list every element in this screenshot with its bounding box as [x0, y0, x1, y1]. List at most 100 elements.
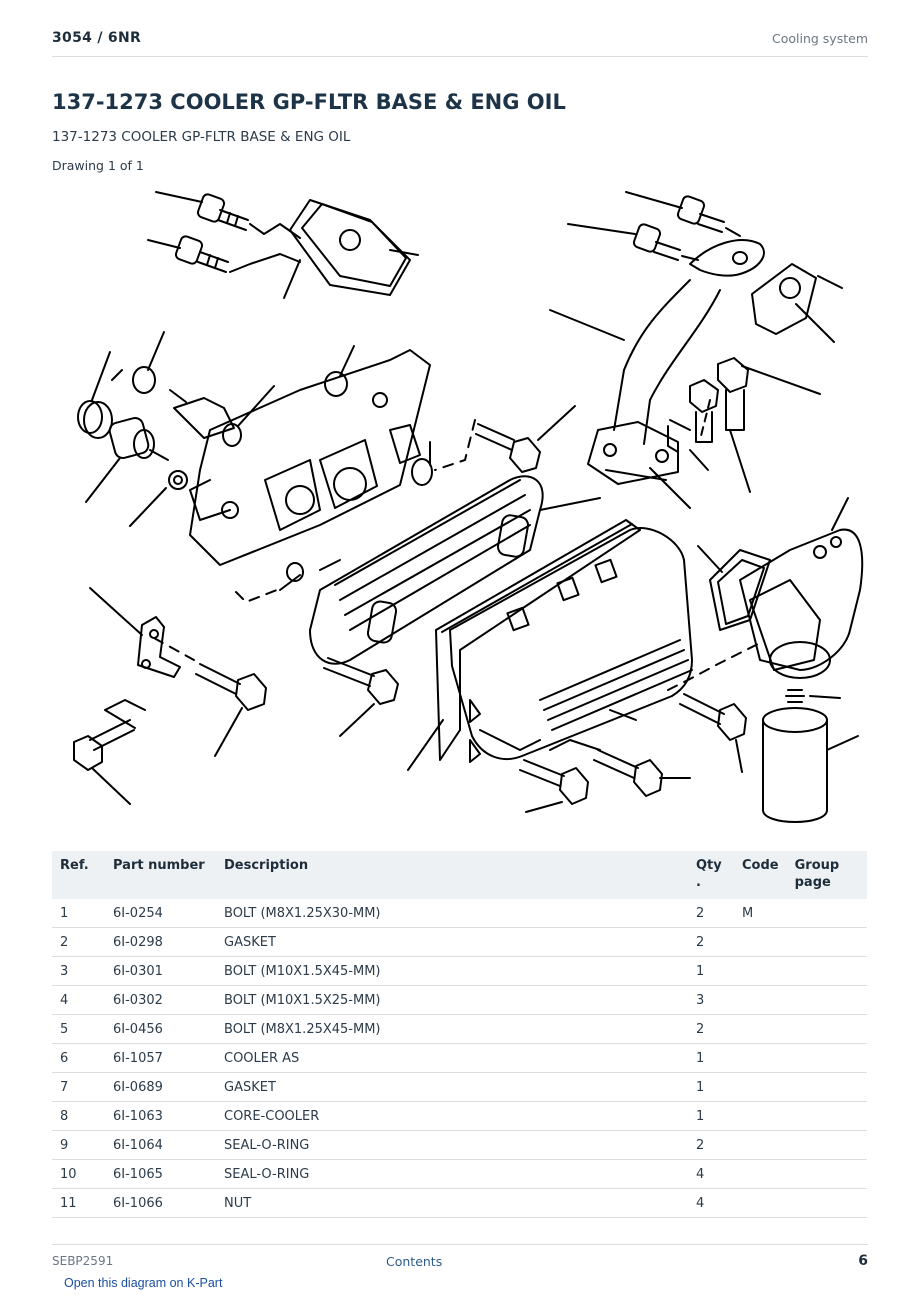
- bolt-center: [434, 405, 576, 473]
- parts-table: Ref. Part number Description Qty . Code …: [52, 851, 867, 1218]
- bolt-top-left-1: [155, 191, 301, 239]
- page-number: 6: [858, 1253, 868, 1269]
- cell-qty: 2: [688, 899, 734, 928]
- cell-group-page: [786, 899, 867, 928]
- exploded-parts-diagram: [50, 180, 870, 830]
- cell-part-number: 6I-1065: [105, 1159, 216, 1189]
- cell-code: [734, 927, 787, 957]
- cell-description: BOLT (M10X1.5X45-MM): [216, 956, 688, 986]
- cell-part-number: 6I-0301: [105, 956, 216, 986]
- contents-link[interactable]: Contents: [386, 1254, 443, 1269]
- cell-part-number: 6I-0456: [105, 1014, 216, 1044]
- cell-ref: 2: [52, 927, 105, 957]
- core-cooler: [279, 475, 601, 665]
- cell-description: SEAL-O-RING: [216, 1130, 688, 1160]
- document-id: SEBP2591: [52, 1254, 114, 1268]
- cell-part-number: 6I-0298: [105, 927, 216, 957]
- seal-small: [129, 470, 188, 527]
- cell-code: [734, 1188, 787, 1218]
- cell-code: [734, 1101, 787, 1131]
- cell-ref: 8: [52, 1101, 105, 1131]
- cooler-housing-gasket: [435, 519, 641, 761]
- cell-qty: 3: [688, 985, 734, 1015]
- cell-group-page: [786, 1101, 867, 1131]
- cell-qty: 1: [688, 1043, 734, 1073]
- model-label: 3054 / 6NR: [52, 30, 142, 46]
- cell-qty: 2: [688, 1130, 734, 1160]
- gasket-right: [697, 545, 771, 631]
- cell-description: NUT: [216, 1188, 688, 1218]
- bolt-lower-left: [73, 699, 146, 805]
- cell-group-page: [786, 1188, 867, 1218]
- cell-group-page: [786, 956, 867, 986]
- hose-clamp: [77, 351, 113, 439]
- oil-tube: [549, 239, 765, 509]
- kpart-link[interactable]: Open this diagram on K-Part: [64, 1276, 223, 1290]
- temperature-sensor: [173, 385, 275, 447]
- page-title: 137-1273 COOLER GP-FLTR BASE & ENG OIL: [52, 90, 566, 114]
- col-header-group-page: Group page: [786, 851, 867, 899]
- col-header-description: Description: [216, 851, 688, 899]
- cell-code: [734, 985, 787, 1015]
- o-ring-left: [111, 331, 187, 403]
- cell-ref: 7: [52, 1072, 105, 1102]
- col-header-qty: Qty .: [688, 851, 734, 899]
- cell-part-number: 6I-1063: [105, 1101, 216, 1131]
- page-footer: SEBP2591 Contents 6: [52, 1244, 868, 1275]
- filter-head: [739, 497, 864, 679]
- col-header-code: Code: [734, 851, 787, 899]
- cell-part-number: 6I-1066: [105, 1188, 216, 1218]
- cell-code: [734, 1072, 787, 1102]
- cell-code: [734, 1014, 787, 1044]
- bolt-tube-2: [667, 379, 719, 471]
- cell-group-page: [786, 985, 867, 1015]
- cell-code: [734, 1159, 787, 1189]
- cell-qty: 2: [688, 1014, 734, 1044]
- cell-description: GASKET: [216, 1072, 688, 1102]
- cell-part-number: 6I-0254: [105, 899, 216, 928]
- cell-group-page: [786, 1130, 867, 1160]
- cell-group-page: [786, 1014, 867, 1044]
- cell-qty: 1: [688, 1072, 734, 1102]
- cell-code: [734, 1043, 787, 1073]
- bolt-top-right-1: [625, 191, 741, 237]
- cell-part-number: 6I-0689: [105, 1072, 216, 1102]
- adapter-fitting: [85, 417, 169, 503]
- mounting-bracket: [89, 587, 195, 678]
- oil-filter: [762, 689, 859, 823]
- bolt-bracket: [195, 663, 267, 757]
- bolt-lower-center: [235, 587, 399, 737]
- diagram-svg: [73, 191, 864, 823]
- cell-description: BOLT (M8X1.25X45-MM): [216, 1014, 688, 1044]
- cell-group-page: [786, 1072, 867, 1102]
- cell-code: [734, 1130, 787, 1160]
- cell-group-page: [786, 1159, 867, 1189]
- table-header-row: Ref. Part number Description Qty . Code …: [52, 851, 867, 899]
- cell-description: BOLT (M8X1.25X30-MM): [216, 899, 688, 928]
- bolt-top-right-2: [567, 223, 699, 261]
- cell-ref: 3: [52, 956, 105, 986]
- cell-qty: 4: [688, 1159, 734, 1189]
- drawing-count: Drawing 1 of 1: [52, 158, 144, 173]
- gasket-top-right: [751, 263, 843, 343]
- cell-qty: 2: [688, 927, 734, 957]
- cell-part-number: 6I-1057: [105, 1043, 216, 1073]
- bolt-right: [667, 643, 759, 773]
- o-ring-top: [324, 345, 355, 397]
- cell-ref: 11: [52, 1188, 105, 1218]
- page-subtitle: 137-1273 COOLER GP-FLTR BASE & ENG OIL: [52, 129, 351, 145]
- bolt-bottom-1: [479, 729, 589, 813]
- cell-code: [734, 956, 787, 986]
- o-ring-mid: [411, 441, 433, 486]
- cell-group-page: [786, 927, 867, 957]
